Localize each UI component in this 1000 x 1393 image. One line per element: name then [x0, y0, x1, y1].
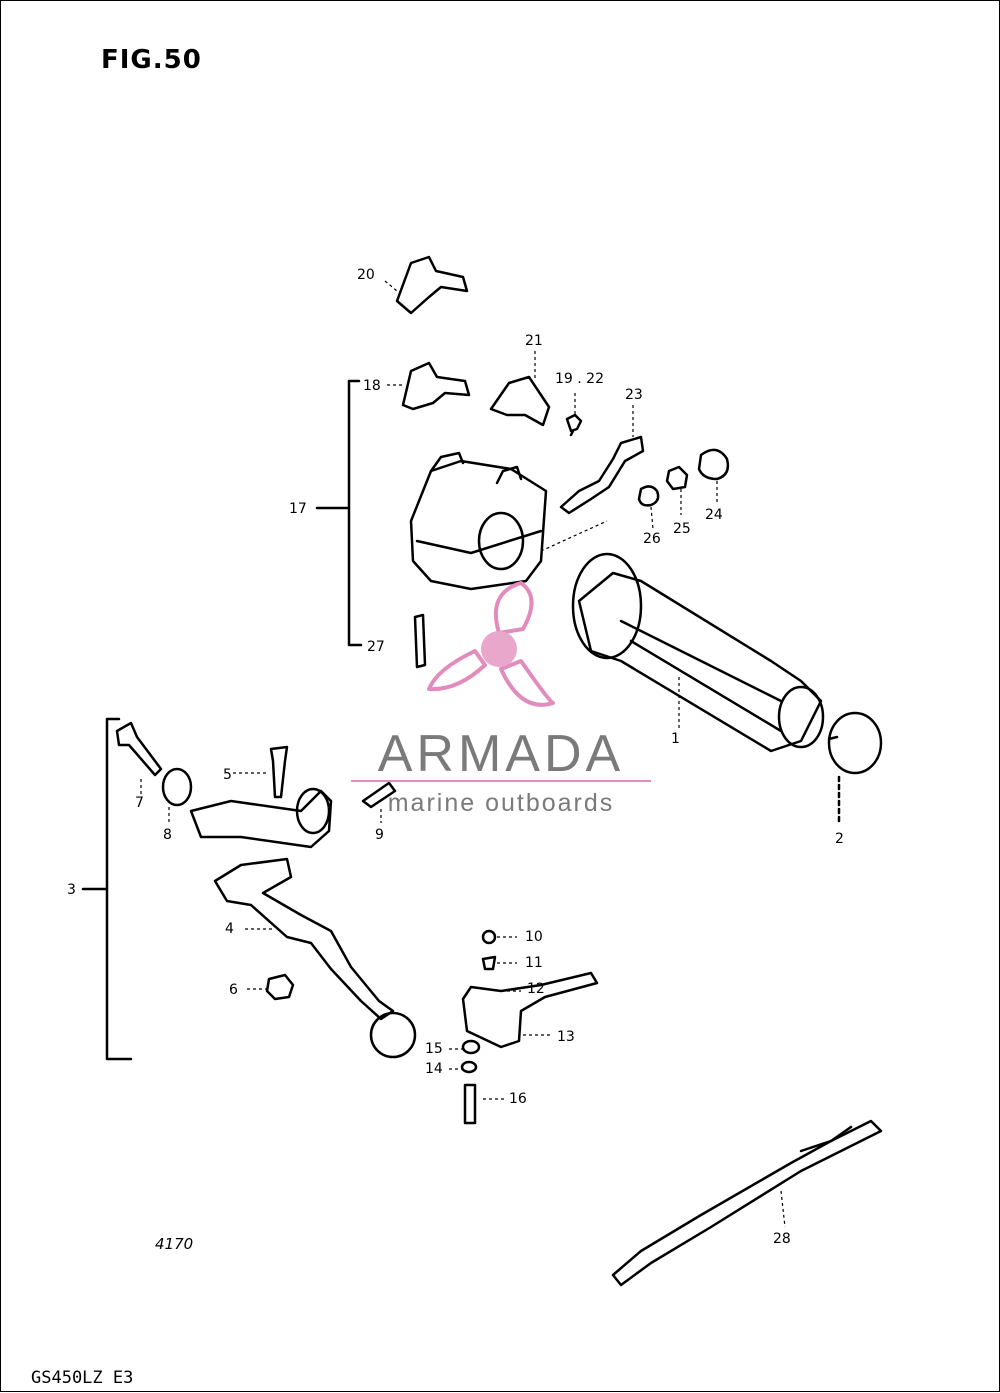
part-17-housing [409, 459, 548, 591]
part-7-bolt [115, 721, 163, 777]
part-18-cap [401, 361, 471, 411]
callout-1: 1 [671, 731, 680, 747]
part-24-cap [697, 448, 730, 481]
part-26-spring [637, 485, 660, 507]
part-4-lever [213, 857, 395, 1021]
callout-26: 26 [643, 531, 661, 547]
callout-10: 10 [525, 929, 543, 945]
watermark-logo [427, 581, 555, 707]
part-23-arm [559, 435, 645, 515]
callout-25: 25 [673, 521, 691, 537]
part-19-22-screw [565, 413, 583, 437]
part-25-nut [665, 465, 689, 491]
callout-21: 21 [525, 333, 543, 349]
part-16-screw [463, 1083, 477, 1125]
part-21-cap [489, 375, 551, 427]
part-15 [461, 1039, 481, 1055]
part-6-nut [265, 973, 295, 1001]
part-3-lever-holder [189, 789, 333, 849]
callout-15: 15 [425, 1041, 443, 1057]
callout-4: 4 [225, 921, 234, 937]
callout-12: 12 [527, 981, 545, 997]
part-2-grip-end [827, 711, 883, 775]
model-label: GS450LZ E3 [31, 1368, 134, 1388]
callout-19-22: 19 . 22 [555, 371, 604, 387]
callout-28: 28 [773, 1231, 791, 1247]
callout-17: 17 [289, 501, 307, 517]
watermark-tagline: marine outboards [388, 789, 615, 817]
part-12-13-switch [461, 971, 599, 1049]
stamp-number: 4170 [155, 1235, 193, 1253]
part-20-cap [395, 255, 469, 315]
part-11 [481, 955, 497, 971]
part-14 [460, 1060, 478, 1074]
part-27-screw [413, 613, 427, 669]
callout-5: 5 [223, 767, 232, 783]
callout-9: 9 [375, 827, 384, 843]
watermark-logo-hub [481, 631, 517, 667]
part-5-bolt [269, 745, 289, 799]
callout-7: 7 [135, 795, 144, 811]
callout-13: 13 [557, 1029, 575, 1045]
callout-3: 3 [67, 882, 76, 898]
watermark-brand: ARMADA [378, 725, 624, 783]
callout-8: 8 [163, 827, 172, 843]
callout-24: 24 [705, 507, 723, 523]
callout-16: 16 [509, 1091, 527, 1107]
callout-18: 18 [363, 378, 381, 394]
part-10 [481, 929, 497, 945]
callout-27: 27 [367, 639, 385, 655]
callout-11: 11 [525, 955, 543, 971]
part-8-washer [161, 767, 193, 807]
callout-6: 6 [229, 982, 238, 998]
callout-20: 20 [357, 267, 375, 283]
figure-title: FIG.50 [101, 45, 202, 75]
part-9-screw [361, 781, 397, 809]
callout-23: 23 [625, 387, 643, 403]
part-28-cable [611, 1119, 883, 1287]
callout-2: 2 [835, 831, 844, 847]
callout-14: 14 [425, 1061, 443, 1077]
